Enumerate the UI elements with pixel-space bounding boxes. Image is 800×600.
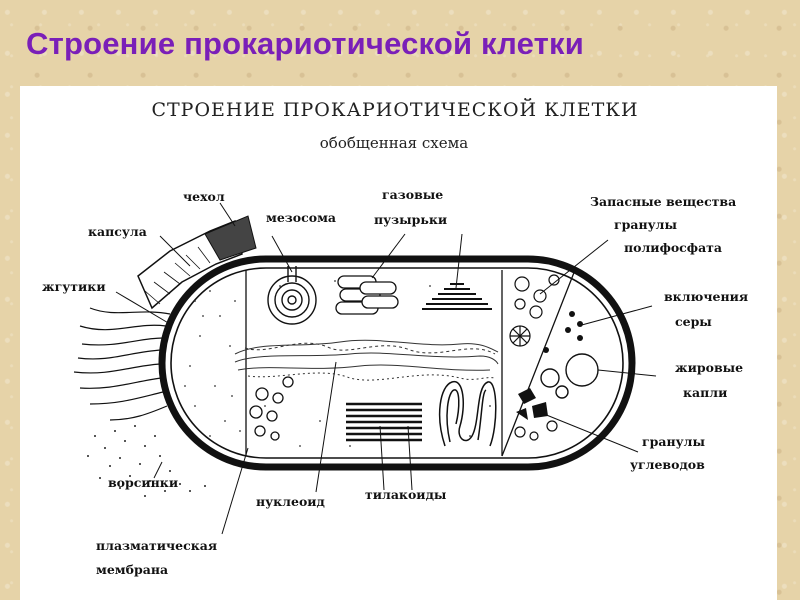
label-polyphosphate-2: полифосфата: [624, 240, 722, 255]
nucleoid: [234, 339, 499, 381]
label-reserve-substances: Запасные вещества: [590, 194, 736, 209]
label-gas-vesicles-2: пузырьки: [374, 212, 447, 227]
mesosome: [267, 266, 317, 325]
label-membrane-1: плазматическая: [96, 538, 217, 553]
diagram-heading: СТРОЕНИЕ ПРОКАРИОТИЧЕСКОЙ КЛЕТКИ: [151, 98, 638, 121]
label-gas-vesicles-1: газовые: [382, 187, 443, 202]
polyphosphate-granules: [514, 274, 560, 319]
label-sulfur-2: серы: [675, 314, 712, 329]
lipid-droplets: [540, 353, 599, 399]
label-capsule: капсула: [88, 224, 147, 239]
granules-left: [249, 376, 294, 441]
label-mesosome: мезосома: [266, 210, 336, 225]
diagram-subheading: обобщенная схема: [320, 134, 469, 152]
label-thylakoids: тилакоиды: [365, 487, 447, 502]
label-carbohydrate-2: углеводов: [630, 457, 705, 472]
label-pili: ворсинки: [108, 475, 178, 490]
label-nucleoid: нуклеоид: [256, 494, 325, 509]
cytoplasm-dots: [184, 280, 491, 447]
label-flagella: жгутики: [42, 279, 106, 294]
slide-title: Строение прокариотической клетки: [26, 26, 585, 61]
label-carbohydrate-1: гранулы: [642, 434, 705, 449]
label-sheath: чехол: [183, 189, 225, 204]
cell-diagram: СТРОЕНИЕ ПРОКАРИОТИЧЕСКОЙ КЛЕТКИ обобщен…: [42, 98, 748, 577]
lamellae-upper: [422, 283, 492, 310]
sulfur-inclusion: [509, 325, 531, 347]
pili: [87, 425, 206, 497]
sulfur-dots: [543, 311, 583, 353]
cell-wall: [158, 255, 636, 471]
leader-lines: [115, 202, 657, 535]
label-membrane-2: мембрана: [96, 562, 168, 577]
diagram-panel: СТРОЕНИЕ ПРОКАРИОТИЧЕСКОЙ КЛЕТКИ обобщен…: [20, 86, 777, 600]
label-lipid-1: жировые: [675, 360, 743, 375]
gas-vesicles: [335, 275, 399, 315]
label-lipid-2: капли: [683, 385, 727, 400]
thylakoid-stack: [346, 402, 422, 442]
sheath: [204, 215, 257, 261]
label-sulfur-1: включения: [664, 289, 748, 304]
folded-membranes: [438, 381, 497, 447]
label-polyphosphate-1: гранулы: [614, 217, 677, 232]
plasma-membrane: [170, 267, 624, 459]
flagella: [73, 307, 171, 421]
granules-right: [514, 420, 558, 441]
diagonal-section-line: [501, 269, 576, 457]
